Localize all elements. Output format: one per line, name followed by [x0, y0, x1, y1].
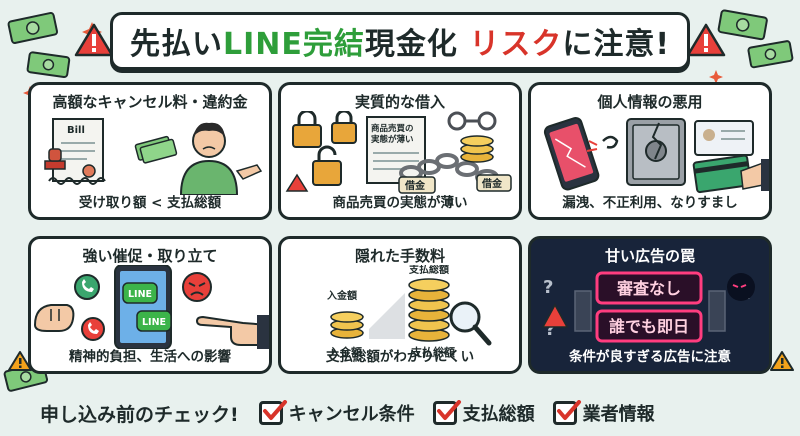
panel-title: 強い催促・取り立て	[82, 247, 218, 265]
total-payment-label: 支払総額	[411, 346, 455, 359]
checklist-label: キャンセル条件	[288, 404, 415, 425]
debt-label: 借金	[481, 177, 503, 190]
hook-icon	[586, 135, 619, 152]
received-amount-label: 入金額	[329, 346, 362, 359]
panel-title: 高額なキャンセル料・違約金	[52, 93, 248, 111]
panel-cancellation-fee: 高額なキャンセル料・違約金 Bill 受け取り額 < 支払総額	[28, 82, 272, 220]
title-text: 先払いLINE完結現金化 リスクに注意!	[130, 19, 670, 63]
checklist-item-company-info: 業者情報	[552, 400, 655, 426]
neon-ad-sign: 審査なし 誰でも即日	[595, 271, 703, 343]
panel-caption: 条件が良すぎる広告に注意	[569, 349, 731, 365]
checklist-bar: 申し込み前のチェック! キャンセル条件 支払総額 業者情報	[40, 396, 780, 430]
panel-caption: 商品売買の実態が薄い	[332, 195, 468, 211]
cancellation-illustration: Bill	[44, 118, 263, 195]
hidden-fees-illustration: 支払総額 入金額	[327, 265, 492, 346]
panel-aggressive-collection: 強い催促・取り立て LINE LINE	[28, 236, 272, 374]
trap-device-icon	[574, 290, 726, 332]
phone-call-icon	[74, 274, 105, 341]
money-bill-icon	[717, 9, 768, 41]
safe-icon	[626, 118, 686, 186]
panel-title: 個人情報の悪用	[597, 93, 703, 111]
title-prefix: 先払い	[129, 27, 223, 62]
broken-phone-icon	[543, 117, 600, 191]
fist-icon	[33, 304, 75, 332]
money-bill-icon	[134, 135, 178, 164]
money-bill-icon	[7, 11, 59, 44]
warning-icon	[770, 351, 794, 371]
id-card-icon	[694, 120, 754, 156]
line-app-label: LINE	[142, 317, 166, 328]
confused-person-icon	[179, 122, 263, 195]
doc-line-2: 実態が薄い	[371, 134, 414, 145]
checklist-item-cancellation: キャンセル条件	[258, 400, 415, 426]
money-bill-icon	[747, 40, 794, 69]
bill-label: Bill	[67, 125, 85, 136]
doc-line-1: 商品売買の	[371, 123, 414, 134]
title-risk: リスク	[469, 27, 563, 62]
warning-icon	[541, 303, 569, 328]
panel-personal-info: 個人情報の悪用 漏洩、不正	[528, 82, 772, 220]
title-suffix: に注意!	[562, 27, 671, 62]
debt-label: 借金	[404, 179, 426, 192]
title-highlight: LINE完結	[222, 27, 365, 62]
handcuffs-icon	[447, 111, 497, 131]
panel-title: 隠れた手数料	[354, 247, 445, 265]
page-title: 先払いLINE完結現金化 リスクに注意!	[110, 12, 690, 70]
checkbox-checked-icon	[432, 400, 461, 425]
svg-text:?: ?	[543, 277, 553, 298]
collection-illustration: LINE LINE	[33, 265, 269, 349]
panel-caption: 漏洩、不正利用、なりすまし	[562, 195, 738, 211]
warning-icon	[74, 23, 114, 57]
title-middle: 現金化	[364, 27, 458, 62]
coin-stack-icon	[408, 278, 450, 342]
angry-face-icon	[182, 272, 212, 302]
panel-caption: 支払総額がわかりにくい	[325, 349, 475, 365]
credit-card-icon	[692, 154, 752, 194]
checklist-title: 申し込み前のチェック!	[40, 403, 239, 426]
magnifier-icon	[449, 301, 492, 346]
warning-icon	[8, 351, 32, 371]
panel-title: 実質的な借入	[354, 93, 445, 111]
ad-trap-illustration: ??? 審査なし 誰でも即日	[541, 271, 755, 343]
checkbox-checked-icon	[552, 400, 581, 425]
coin-stack-icon	[460, 135, 494, 163]
line-app-label: LINE	[128, 289, 152, 300]
checkbox-checked-icon	[258, 400, 287, 425]
panel-caption: 精神的負担、生活への影響	[69, 349, 231, 365]
total-payment-label: 支払総額	[408, 265, 449, 276]
coin-stack-icon	[330, 311, 364, 339]
panel-ad-trap: 甘い広告の罠 ??? 審査なし 誰でも即日 条件が良すぎる広告に注意	[528, 236, 772, 374]
received-amount-label: 入金額	[327, 289, 357, 302]
stamp-icon	[44, 148, 66, 170]
shadow-figure-icon	[727, 273, 755, 301]
checklist-label: 支払総額	[462, 404, 535, 425]
checklist-item-total-payment: 支払総額	[432, 400, 535, 426]
smartphone-icon	[114, 265, 172, 349]
panel-effective-loan: 実質的な借入 商品売買の 実態が薄い	[278, 82, 522, 220]
ad-label-no-screening: 審査なし	[616, 279, 681, 298]
svg-text:?: ?	[545, 319, 555, 340]
line-app-icon: LINE LINE	[122, 282, 172, 332]
loan-illustration: 商品売買の 実態が薄い 借金 借金	[285, 111, 512, 194]
pointing-hand-icon	[195, 315, 269, 349]
personal-info-illustration	[543, 117, 769, 194]
money-bill-icon	[26, 51, 71, 78]
hand-icon	[740, 159, 769, 191]
checklist-label: 業者情報	[582, 404, 655, 425]
contract-document-icon: 商品売買の 実態が薄い	[366, 116, 426, 184]
warning-icon	[686, 23, 726, 57]
padlock-icon	[285, 111, 357, 192]
panel-hidden-fees: 隠れた手数料 支払総額 入金額 入金額 支払総額 支払総額がわかりにくい	[278, 236, 522, 374]
panel-caption: 受け取り額 < 支払総額	[78, 195, 222, 211]
panel-title: 甘い広告の罠	[604, 247, 695, 265]
ad-label-same-day: 誰でも即日	[609, 317, 689, 336]
debt-tag: 借金 借金	[398, 174, 512, 194]
